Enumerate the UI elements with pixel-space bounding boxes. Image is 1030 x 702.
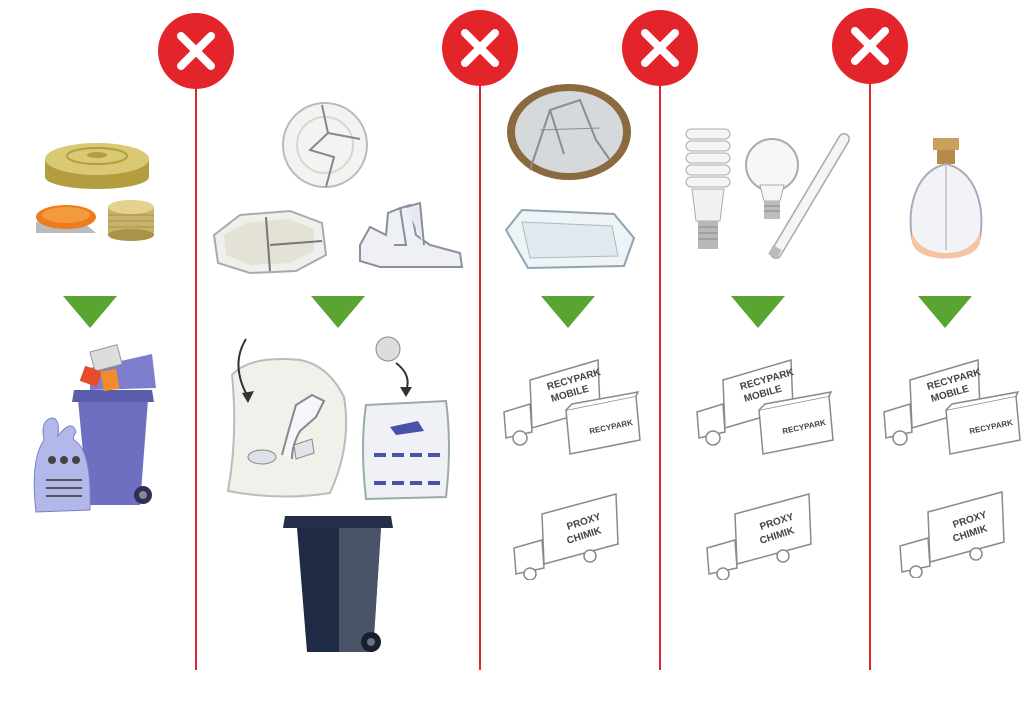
- light-bulbs-illustration: [685, 128, 850, 259]
- column-divider-1: [195, 50, 197, 670]
- recypark-mobile-truck-icon: RECYPARK MOBILE RECYPARK: [696, 359, 834, 455]
- down-arrow-icon: [63, 296, 117, 328]
- prohibited-x-icon: [832, 8, 908, 84]
- prohibited-x-icon: [158, 13, 234, 89]
- prohibited-x-icon: [442, 10, 518, 86]
- down-arrow-icon: [731, 296, 785, 328]
- down-arrow-icon: [918, 296, 972, 328]
- wrap-in-paper-illustration: [226, 336, 450, 501]
- proxy-chimik-truck-icon: PROXY CHIMIK: [706, 493, 812, 580]
- household-bin-and-yellow-bag-illustration: [33, 344, 156, 513]
- metal-lids-illustration: [36, 143, 154, 241]
- grey-residual-bin-icon: [283, 516, 393, 652]
- recypark-mobile-truck-icon: RECYPARK MOBILE RECYPARK: [883, 359, 1021, 455]
- column-divider-3: [659, 50, 661, 670]
- column-divider-2: [479, 50, 481, 670]
- proxy-chimik-truck-icon: PROXY CHIMIK: [899, 491, 1005, 578]
- proxy-chimik-truck-icon: PROXY CHIMIK: [513, 493, 619, 580]
- recypark-mobile-truck-icon: RECYPARK MOBILE RECYPARK: [503, 359, 641, 455]
- perfume-bottle-illustration: [909, 138, 983, 259]
- mirror-and-baking-dish-illustration: [504, 84, 636, 270]
- column-divider-4: [869, 50, 871, 670]
- prohibited-x-icon: [622, 10, 698, 86]
- down-arrow-icon: [311, 296, 365, 328]
- broken-crockery-illustration: [212, 102, 464, 275]
- down-arrow-icon: [541, 296, 595, 328]
